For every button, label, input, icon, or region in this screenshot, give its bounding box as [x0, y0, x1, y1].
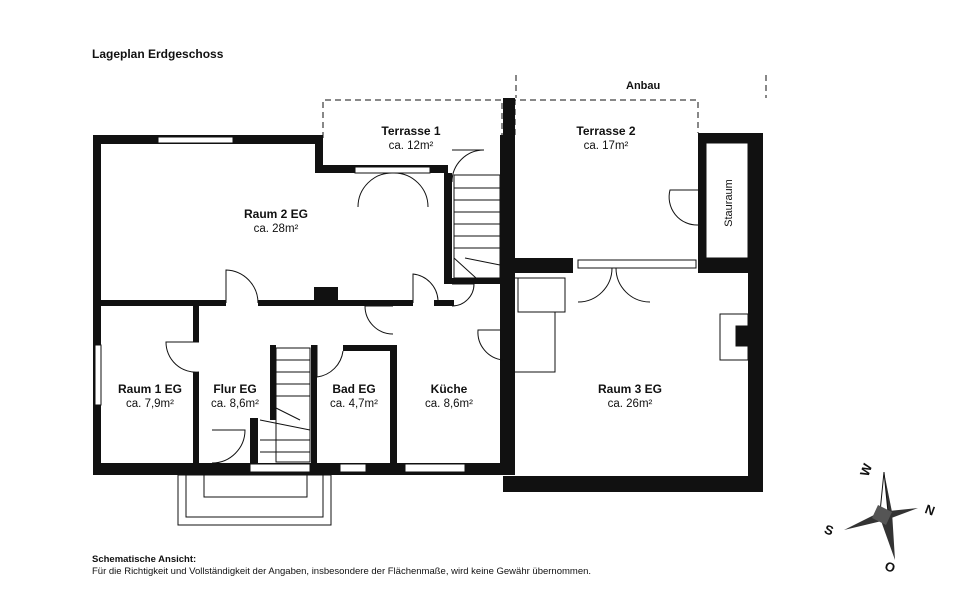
note-text: Für die Richtigkeit und Vollständigkeit …	[92, 566, 592, 577]
room-name: Küche	[430, 382, 468, 396]
room-name: Raum 1 EG	[117, 382, 183, 396]
room-terrasse-2: Terrasse 2 ca. 17m²	[576, 124, 635, 154]
room-raum-3-eg: Raum 3 EG ca. 26m²	[598, 382, 662, 412]
room-area: ca. 8,6m²	[211, 398, 259, 410]
terrace-outlines	[322, 75, 767, 138]
room-area: ca. 26m²	[607, 398, 653, 410]
interior-walls	[101, 173, 515, 475]
windows	[94, 136, 697, 473]
note-heading: Schematische Ansicht:	[92, 554, 197, 565]
room-area: ca. 17m²	[583, 140, 629, 152]
room-name: Terrasse 2	[576, 124, 636, 138]
room-terrasse-1: Terrasse 1 ca. 12m²	[381, 124, 440, 154]
room-area: ca. 7,9m²	[126, 398, 174, 410]
compass-rose	[844, 471, 918, 560]
room-raum-1-eg: Raum 1 EG ca. 7,9m²	[118, 382, 182, 412]
storage-label: Stauraum	[723, 179, 735, 227]
entrance-steps	[177, 474, 332, 526]
room-flur-eg: Flur EG ca. 8,6m²	[211, 382, 259, 412]
annex-fixtures	[515, 142, 749, 373]
room-raum-2-eg: Raum 2 EG ca. 28m²	[244, 207, 308, 237]
room-name: Raum 3 EG	[597, 382, 663, 396]
room-area: ca. 12m²	[388, 140, 434, 152]
room-name: Terrasse 1	[381, 124, 441, 138]
room-area: ca. 28m²	[253, 223, 299, 235]
disclaimer-note: Schematische Ansicht: Für die Richtigkei…	[92, 554, 591, 578]
room-name: Flur EG	[213, 382, 257, 396]
stairs	[259, 174, 501, 463]
room-bad-eg: Bad EG ca. 4,7m²	[330, 382, 378, 412]
plan-title: Lageplan Erdgeschoss	[92, 47, 224, 61]
annex-label: Anbau	[626, 80, 661, 92]
room-area: ca. 4,7m²	[330, 398, 378, 410]
room-name: Bad EG	[332, 382, 376, 396]
door-swings	[165, 149, 699, 464]
room-kueche: Küche ca. 8,6m²	[425, 382, 473, 412]
room-name: Raum 2 EG	[243, 207, 309, 221]
room-area: ca. 8,6m²	[425, 398, 473, 410]
